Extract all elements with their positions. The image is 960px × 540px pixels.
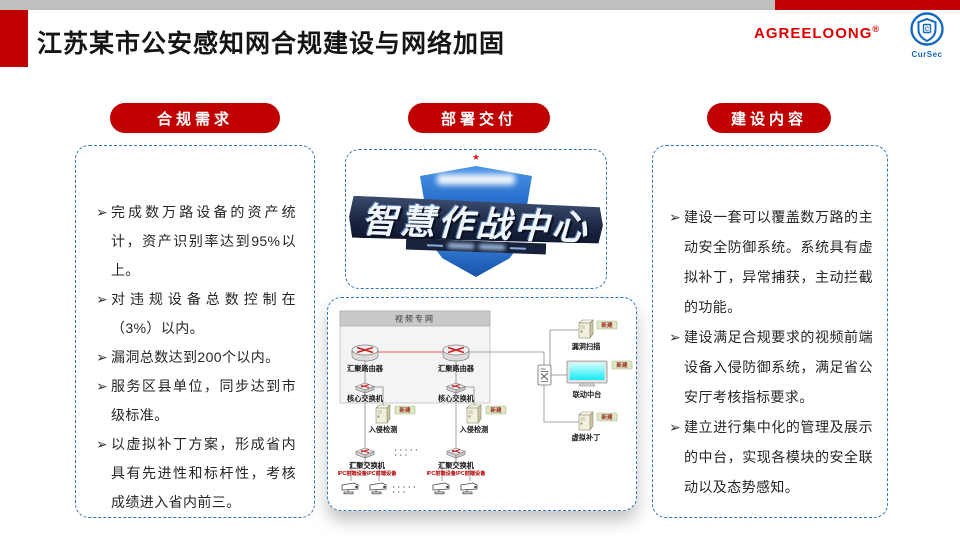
agg-switch-icon (446, 447, 466, 459)
virtual-patch-label: 虚拟补丁 (572, 433, 601, 442)
top-bar-gray (0, 0, 775, 10)
connection-lines (350, 329, 579, 481)
bullet-text: 完成数万路设备的资产统计，资产识别率达到95%以上。 (111, 204, 296, 278)
redacted-subtitle-chip (447, 243, 474, 249)
gateway-device-icon (537, 364, 552, 386)
bullet-text: 建设满足合规要求的视频前端设备入侵防御系统，满足省公安厅考核指标要求。 (684, 329, 873, 405)
svg-text:新建: 新建 (616, 361, 628, 369)
agg-router-icon (351, 344, 379, 362)
svg-text:新建: 新建 (490, 406, 502, 414)
new-tag: 新建 (611, 360, 633, 370)
bullet-marker: ➢ (96, 378, 108, 394)
bullet-item: ➢以虚拟补丁方案，形成省内具有先进性和标杆性，考核成绩进入省内前三。 (96, 430, 296, 517)
bullet-item: ➢对违规设备总数控制在（3%）以内。 (96, 285, 296, 343)
linkage-platform-monitor-icon (566, 360, 608, 387)
redacted-text-strip (437, 174, 515, 185)
construction-bullet-list: ➢建设一套可以覆盖数万路的主动安全防御系统。系统具有虚拟补丁，异常捕获，主动拦截… (653, 146, 887, 502)
video-network-title: 视频专网 (395, 314, 435, 324)
compliance-requirements-box: ➢完成数万路设备的资产统计，资产识别率达到95%以上。 ➢对违规设备总数控制在（… (75, 145, 315, 518)
title-accent-block (0, 10, 28, 67)
cursec-shield-icon: C (910, 12, 944, 46)
svg-text:C: C (925, 27, 930, 33)
bullet-text: 建立进行集中化的管理及展示的中台，实现各模块的安全联动以及态势感知。 (684, 419, 873, 495)
new-tag: 新建 (596, 320, 618, 330)
core-switch-label: 核心交换机 (347, 394, 384, 403)
agg-router-label: 汇聚路由器 (347, 364, 384, 373)
bullet-marker: ➢ (669, 329, 681, 345)
agg-switch-label: 汇聚交换机 (349, 461, 386, 470)
cursec-logo: C CurSec (906, 11, 948, 59)
smart-ops-badge: ★ 智慧作战中心 (346, 150, 606, 288)
subtitle-dash (509, 246, 526, 250)
agg-switch-label: 汇聚交换机 (438, 461, 475, 470)
bullet-item: ➢建设一套可以覆盖数万路的主动安全防御系统。系统具有虚拟补丁，异常捕获，主动拦截… (669, 202, 873, 322)
bullet-text: 漏洞总数达到200个以内。 (111, 349, 280, 365)
ipc-camera-icon (432, 482, 450, 495)
ipc-camera-icon (460, 482, 478, 495)
bullet-item: ➢建立进行集中化的管理及展示的中台，实现各模块的安全联动以及态势感知。 (669, 412, 873, 502)
linkage-platform-label: 联动中台 (573, 390, 602, 399)
vuln-scan-server-icon (578, 319, 594, 339)
ipc-devices-label: IPC前端设备IPC前端设备 (338, 469, 398, 477)
bullet-marker: ➢ (96, 204, 108, 220)
svg-text:新建: 新建 (601, 321, 613, 329)
brand-wordmark: AGREELOONG® (754, 24, 880, 42)
intrusion-detection-server-icon (375, 404, 391, 424)
bullet-marker: ➢ (96, 349, 108, 365)
bullet-text: 以虚拟补丁方案，形成省内具有先进性和标杆性，考核成绩进入省内前三。 (111, 436, 296, 510)
new-tag: 新建 (596, 412, 618, 422)
badge-banner: 智慧作战中心 (348, 196, 603, 247)
network-diagram: 视频专网 汇聚路由器 汇聚路由器 (338, 310, 633, 495)
vuln-scan-label: 漏洞扫描 (572, 342, 601, 351)
redacted-subtitle-chip (478, 244, 505, 250)
intrusion-detection-label: 入侵检测 (459, 425, 489, 434)
pill-deployment-delivery: 部署交付 (408, 103, 550, 133)
new-tag: 新建 (394, 405, 416, 415)
network-diagram-box: 视频专网 汇聚路由器 汇聚路由器 (327, 297, 637, 511)
bullet-text: 服务区县单位，同步达到市级标准。 (111, 378, 296, 423)
svg-text:新建: 新建 (399, 406, 411, 414)
new-tag: 新建 (485, 405, 507, 415)
bullet-item: ➢完成数万路设备的资产统计，资产识别率达到95%以上。 (96, 198, 296, 285)
core-switch-label: 核心交换机 (438, 394, 475, 403)
smart-ops-center-box: ★ 智慧作战中心 (345, 149, 607, 289)
bullet-text: 建设一套可以覆盖数万路的主动安全防御系统。系统具有虚拟补丁，异常捕获，主动拦截的… (684, 209, 873, 315)
compliance-bullet-list: ➢完成数万路设备的资产统计，资产识别率达到95%以上。 ➢对违规设备总数控制在（… (76, 146, 314, 517)
bullet-marker: ➢ (96, 436, 108, 452)
ipc-devices-label: IPC前端设备IPC前端设备 (427, 469, 487, 477)
registered-mark: ® (872, 24, 880, 34)
video-network-panel-header (339, 310, 491, 327)
virtual-patch-server-icon (578, 411, 594, 431)
agg-router-label: 汇聚路由器 (438, 364, 475, 373)
svg-text:新建: 新建 (601, 413, 613, 421)
page-title: 江苏某市公安感知网合规建设与网络加固 (37, 30, 506, 58)
top-bar-red (775, 0, 960, 10)
construction-content-box: ➢建设一套可以覆盖数万路的主动安全防御系统。系统具有虚拟补丁，异常捕获，主动拦截… (652, 145, 888, 518)
agg-router-icon (442, 344, 470, 362)
bullet-marker: ➢ (669, 419, 681, 435)
star-icon: ★ (471, 152, 481, 162)
cursec-logo-text: CurSec (911, 50, 943, 59)
brand-name: AGREELOONG (754, 25, 873, 42)
pill-construction-content: 建设内容 (707, 103, 831, 133)
subtitle-dash (426, 243, 443, 247)
ipc-camera-icon (341, 482, 359, 495)
bullet-item: ➢服务区县单位，同步达到市级标准。 (96, 372, 296, 430)
bullet-marker: ➢ (669, 209, 681, 225)
bullet-item: ➢建设满足合规要求的视频前端设备入侵防御系统，满足省公安厅考核指标要求。 (669, 322, 873, 412)
ellipsis-dots (393, 449, 419, 493)
intrusion-detection-server-icon (466, 404, 482, 424)
bullet-marker: ➢ (96, 291, 108, 307)
intrusion-detection-label: 入侵检测 (368, 425, 398, 434)
agg-switch-icon (355, 447, 375, 459)
pill-compliance-requirements: 合规需求 (110, 103, 280, 133)
bullet-item: ➢漏洞总数达到200个以内。 (96, 343, 296, 372)
ipc-camera-icon (369, 482, 387, 495)
bullet-text: 对违规设备总数控制在（3%）以内。 (111, 291, 296, 336)
